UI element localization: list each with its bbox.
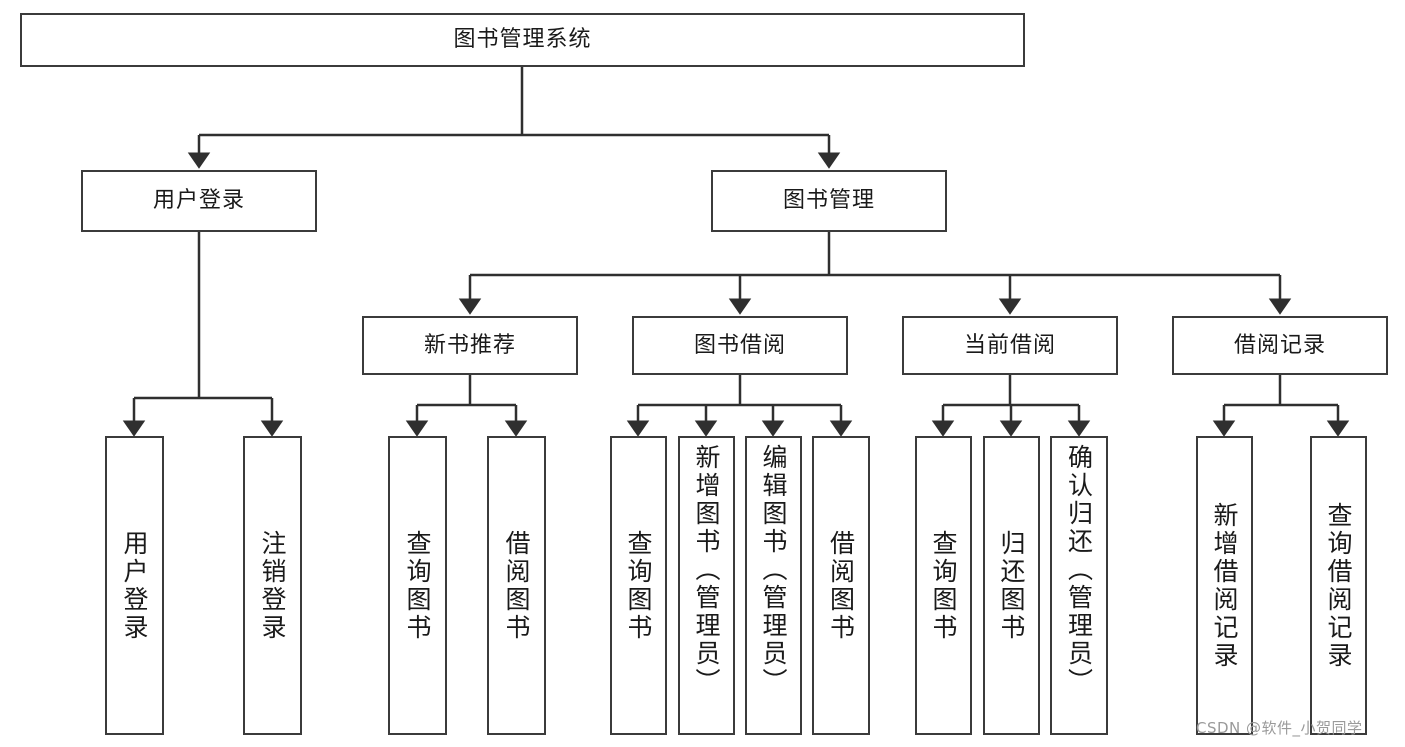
node-leaf-add-record-label: 新增借阅记录 bbox=[1210, 501, 1239, 670]
node-root[interactable]: 图书管理系统 bbox=[20, 13, 1025, 67]
node-leaf-return-book-label: 归还图书 bbox=[997, 529, 1026, 642]
node-leaf-borrow-book-rec[interactable]: 借阅图书 bbox=[487, 436, 546, 735]
node-current-borrow[interactable]: 当前借阅 bbox=[902, 316, 1118, 375]
node-book-manage[interactable]: 图书管理 bbox=[711, 170, 947, 232]
node-book-manage-label: 图书管理 bbox=[782, 188, 875, 214]
node-leaf-add-book-label: 新增图书（管理员） bbox=[692, 444, 721, 696]
node-leaf-borrow-book-rec-label: 借阅图书 bbox=[502, 529, 531, 642]
node-leaf-query-book-rec-label: 查询图书 bbox=[403, 529, 432, 642]
node-leaf-logout-label: 注销登录 bbox=[258, 529, 287, 642]
node-leaf-query-record-label: 查询借阅记录 bbox=[1324, 501, 1353, 670]
node-leaf-user-login[interactable]: 用户登录 bbox=[105, 436, 164, 735]
node-new-book-rec-label: 新书推荐 bbox=[423, 332, 516, 358]
node-user-login-label: 用户登录 bbox=[152, 188, 245, 214]
node-borrow-record-label: 借阅记录 bbox=[1233, 332, 1326, 358]
node-leaf-query-record[interactable]: 查询借阅记录 bbox=[1310, 436, 1367, 735]
node-root-label: 图书管理系统 bbox=[453, 27, 592, 53]
node-book-borrow[interactable]: 图书借阅 bbox=[632, 316, 848, 375]
node-leaf-borrow-book-b[interactable]: 借阅图书 bbox=[812, 436, 870, 735]
node-leaf-edit-book-label: 编辑图书（管理员） bbox=[759, 444, 788, 696]
node-user-login[interactable]: 用户登录 bbox=[81, 170, 317, 232]
node-leaf-confirm-return-label: 确认归还（管理员） bbox=[1064, 444, 1094, 696]
node-current-borrow-label: 当前借阅 bbox=[963, 332, 1056, 358]
node-leaf-add-book[interactable]: 新增图书（管理员） bbox=[678, 436, 735, 735]
node-leaf-confirm-return[interactable]: 确认归还（管理员） bbox=[1050, 436, 1108, 735]
node-leaf-query-book-b-label: 查询图书 bbox=[624, 529, 653, 642]
node-leaf-edit-book[interactable]: 编辑图书（管理员） bbox=[745, 436, 802, 735]
node-leaf-query-book-b[interactable]: 查询图书 bbox=[610, 436, 667, 735]
node-leaf-return-book[interactable]: 归还图书 bbox=[983, 436, 1040, 735]
node-new-book-rec[interactable]: 新书推荐 bbox=[362, 316, 578, 375]
node-leaf-logout[interactable]: 注销登录 bbox=[243, 436, 302, 735]
watermark-text: CSDN @软件_小贺同学 bbox=[1196, 719, 1363, 737]
node-leaf-query-book-c-label: 查询图书 bbox=[929, 529, 958, 642]
node-leaf-add-record[interactable]: 新增借阅记录 bbox=[1196, 436, 1253, 735]
node-leaf-query-book-c[interactable]: 查询图书 bbox=[915, 436, 972, 735]
node-leaf-borrow-book-b-label: 借阅图书 bbox=[826, 529, 856, 642]
node-leaf-user-login-label: 用户登录 bbox=[120, 529, 149, 642]
node-book-borrow-label: 图书借阅 bbox=[693, 332, 786, 358]
node-borrow-record[interactable]: 借阅记录 bbox=[1172, 316, 1388, 375]
node-leaf-query-book-rec[interactable]: 查询图书 bbox=[388, 436, 447, 735]
